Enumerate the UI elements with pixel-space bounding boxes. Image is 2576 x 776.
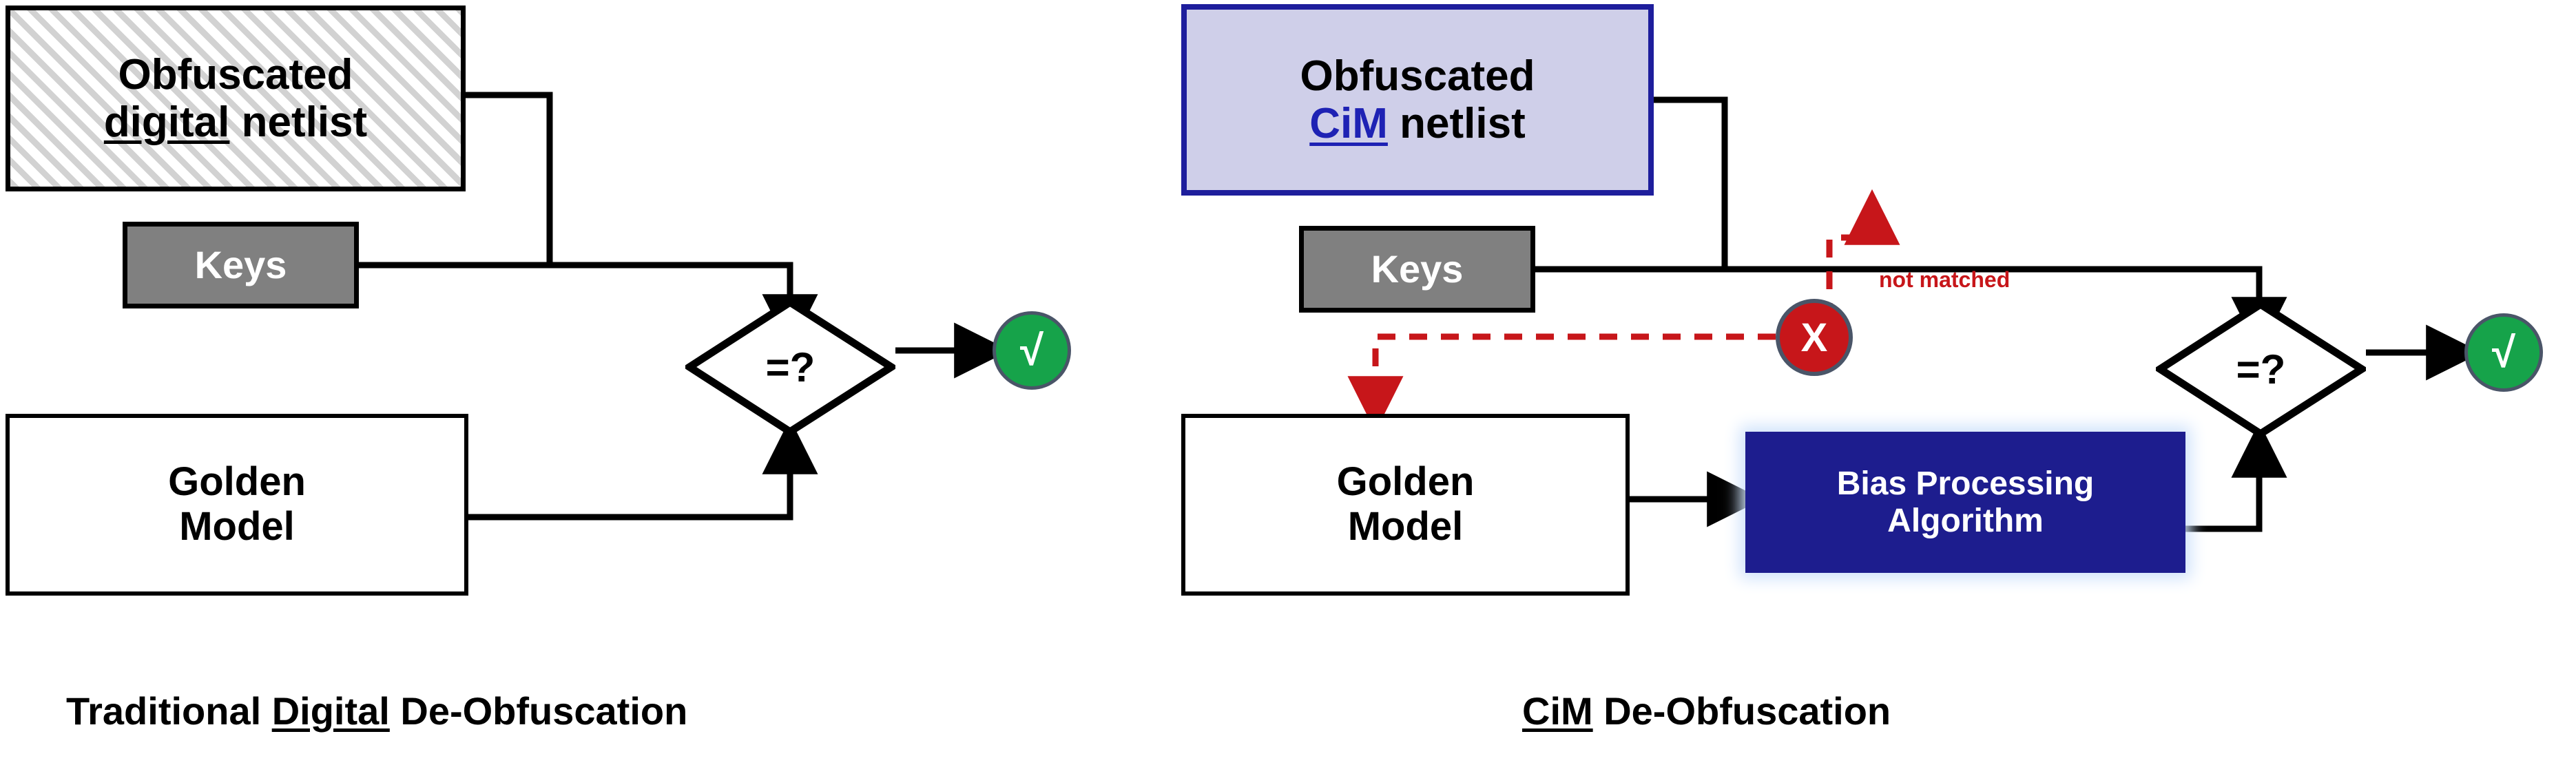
bias-line-1: Bias Processing — [1836, 465, 2095, 502]
caption-right-suffix: De-Obfuscation — [1592, 689, 1891, 733]
result-matched-badge-left[interactable]: √ — [993, 311, 1071, 390]
golden-line-1-right: Golden — [1336, 459, 1475, 505]
wire-left-netlist-to-compare — [466, 92, 553, 265]
golden-line-1: Golden — [168, 459, 306, 505]
check-icon: √ — [1019, 326, 1044, 375]
check-icon-right: √ — [2491, 328, 2516, 377]
caption-left-prefix: Traditional — [66, 689, 272, 733]
keys-box-left[interactable]: Keys — [123, 222, 359, 308]
caption-right-underlined: CiM — [1522, 689, 1593, 733]
caption-left-underlined: Digital — [271, 689, 390, 733]
bias-processing-algorithm-box[interactable]: Bias Processing Algorithm — [1745, 432, 2185, 573]
wire-right-netlist-to-bus — [1654, 96, 1728, 269]
golden-model-box-left[interactable]: Golden Model — [6, 414, 468, 596]
caption-right: CiM De-Obfuscation — [1522, 689, 1891, 733]
cross-icon: X — [1800, 315, 1828, 360]
keys-label: Keys — [194, 242, 287, 286]
diamond-shape-icon-right — [2152, 300, 2369, 439]
caption-left-suffix: De-Obfuscation — [389, 689, 688, 733]
netlist-line-2-underlined: digital — [103, 98, 230, 146]
wire-feedback-x-to-golden — [1347, 333, 1776, 432]
compare-diamond-left[interactable]: =? — [682, 297, 899, 437]
wire-left-golden-to-compare-bottom — [468, 418, 818, 521]
netlist-line-1: Obfuscated — [118, 50, 353, 98]
compare-label-left: =? — [765, 344, 816, 390]
diamond-shape-icon — [682, 297, 899, 437]
cim-netlist-line-1: Obfuscated — [1300, 52, 1535, 100]
golden-line-2: Model — [179, 504, 295, 549]
keys-box-right[interactable]: Keys — [1299, 226, 1535, 313]
bias-line-2: Algorithm — [1887, 502, 2044, 539]
cim-netlist-line-2-rest: netlist — [1387, 100, 1526, 147]
golden-line-2-right: Model — [1347, 504, 1464, 549]
golden-model-box-right[interactable]: Golden Model — [1181, 414, 1630, 596]
not-matched-label: not matched — [1879, 267, 2011, 292]
compare-diamond-right[interactable]: =? — [2152, 300, 2369, 439]
result-matched-badge-right[interactable]: √ — [2464, 313, 2543, 392]
cim-netlist-line-2-underlined: CiM — [1309, 100, 1388, 147]
netlist-line-2-rest: netlist — [229, 98, 368, 146]
wire-feedback-x-to-bus — [1826, 189, 1900, 321]
keys-label-right: Keys — [1371, 247, 1464, 291]
wire-right-bias-to-compare-bottom — [2185, 421, 2287, 532]
compare-label-right: =? — [2236, 346, 2286, 392]
obfuscated-digital-netlist-box[interactable]: Obfuscated digital netlist — [6, 6, 466, 191]
caption-left: Traditional Digital De-Obfuscation — [66, 689, 687, 733]
result-not-matched-badge[interactable]: X — [1776, 299, 1853, 376]
obfuscated-cim-netlist-box[interactable]: Obfuscated CiM netlist — [1181, 4, 1654, 196]
